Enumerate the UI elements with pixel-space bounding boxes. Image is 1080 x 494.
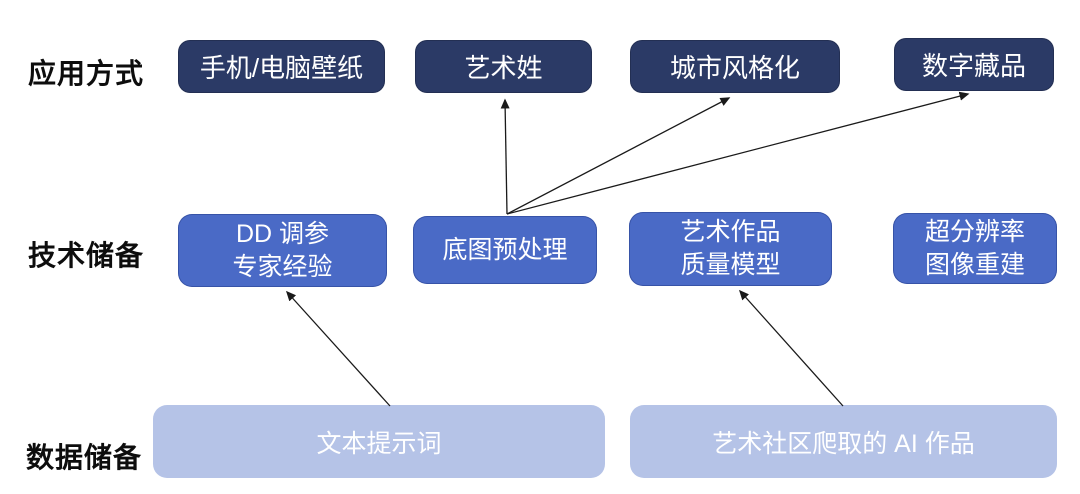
tech-box-base-image-preprocessing: 底图预处理 [413,216,597,284]
data-box-text-prompts-label: 文本提示词 [316,429,442,458]
app-box-wallpaper-label: 手机/电脑壁纸 [199,53,364,83]
tech-box-super-resolution-line1: 超分辨率 [924,217,1025,246]
tech-box-base-image-preprocessing-label: 底图预处理 [442,235,568,264]
app-box-digital-collectible-label: 数字藏品 [921,51,1026,81]
app-box-wallpaper: 手机/电脑壁纸 [178,40,385,93]
app-box-digital-collectible: 数字藏品 [894,38,1054,91]
arrow-crawled-works-to-quality-model [738,289,844,407]
arrow-preprocessing-to-city-stylization [506,97,731,215]
tech-box-dd-tuning-line2: 专家经验 [232,252,333,281]
arrow-preprocessing-to-digital-collectible [506,91,970,215]
tech-box-dd-tuning-line1: DD 调参 [235,219,330,248]
row-label-technology: 技术储备 [28,240,145,271]
tech-box-super-resolution-line2: 图像重建 [924,250,1025,279]
tech-box-artwork-quality-model-line2: 质量模型 [680,251,781,279]
tech-box-super-resolution: 超分辨率 图像重建 [893,213,1057,284]
app-box-city-stylization-label: 城市风格化 [669,53,800,83]
arrow-text-prompts-to-dd-tuning [285,290,391,407]
app-box-art-photo: 艺术姓 [415,40,592,93]
data-box-text-prompts: 文本提示词 [153,405,605,478]
data-box-crawled-ai-works-label: 艺术社区爬取的 AI 作品 [712,429,975,458]
app-box-city-stylization: 城市风格化 [630,40,840,93]
tech-box-artwork-quality-model-line1: 艺术作品 [680,218,781,246]
row-label-data: 数据储备 [26,442,143,473]
tech-box-dd-tuning: DD 调参 专家经验 [178,214,387,287]
arrow-preprocessing-to-art-photo [500,98,510,215]
tech-box-artwork-quality-model: 艺术作品 质量模型 [629,212,832,286]
data-box-crawled-ai-works: 艺术社区爬取的 AI 作品 [630,405,1057,478]
row-label-applications: 应用方式 [28,58,145,89]
app-box-art-photo-label: 艺术姓 [464,53,543,83]
